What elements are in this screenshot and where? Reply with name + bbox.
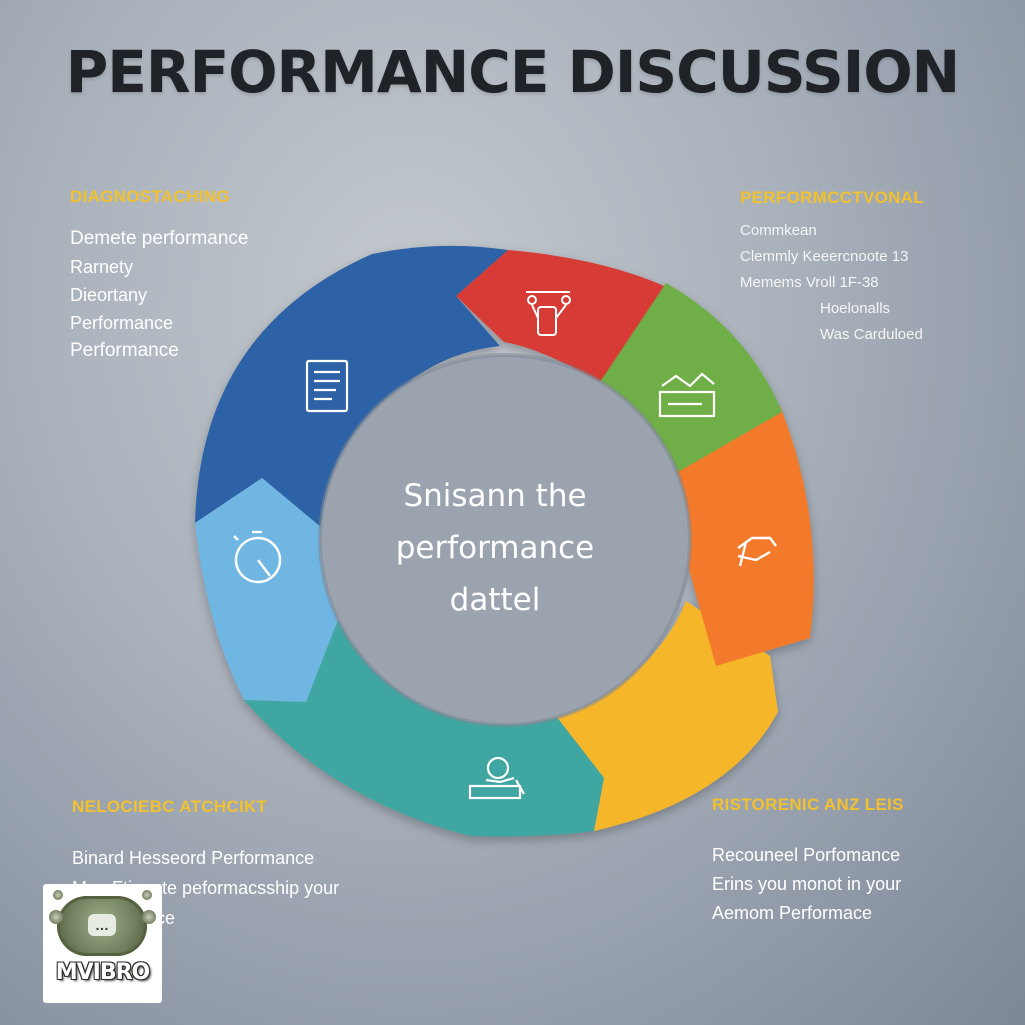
bottom-left-line: Binard Hesseord Performance	[72, 848, 315, 868]
bottom-right-line: Recouneel Porfomance	[712, 845, 901, 865]
top-left-line: Dieortany	[70, 285, 148, 305]
bottom-right-heading: RISTORENIC ANZ LEIS	[712, 795, 904, 814]
logo-wordmark: MVIBRO	[55, 960, 151, 985]
bottom-right-line: Aemom Performace	[712, 903, 873, 923]
chart-growth-icon	[658, 372, 716, 418]
top-right-line: Memems Vroll 1F-38	[740, 274, 879, 291]
top-right-line: Hoelonalls	[820, 300, 891, 317]
bottom-right-line: Erins you monot in your	[712, 874, 902, 894]
top-left-line: Rarnety	[70, 257, 134, 277]
team-figures-icon	[526, 291, 571, 336]
ring-segment-dark-blue	[195, 245, 508, 529]
ring-segment-green	[596, 283, 782, 472]
ring-center-text: Snisann the performance dattel	[370, 470, 620, 626]
top-left-heading: DIAGNOSTACHING	[70, 187, 230, 206]
top-left-line: Demete performance	[70, 228, 249, 249]
ring-segment-light-blue	[195, 478, 338, 702]
chat-bubble-icon: …	[88, 914, 116, 936]
top-right-line: Clemmly Keeercnoote 13	[740, 248, 909, 265]
center-text-line: dattel	[449, 582, 541, 618]
bottom-right-text-block: RISTORENIC ANZ LEIS Recouneel Porfomance…	[712, 795, 904, 928]
person-desk-icon	[468, 756, 525, 800]
logo-ornament-icon	[49, 910, 63, 924]
top-left-line: Performance	[70, 340, 179, 361]
ring-center-shade	[318, 353, 692, 727]
logo-ornament-icon	[142, 910, 156, 924]
top-right-line: Commkean	[740, 222, 817, 239]
bottom-left-heading: NELOCIEBC ATCHCIKT	[72, 797, 268, 816]
brand-logo: … MVIBRO	[43, 884, 162, 1003]
page-title: PERFORMANCE DISCUSSION	[65, 38, 960, 106]
ring-segment-red	[456, 250, 664, 382]
top-right-line: Was Carduloed	[820, 326, 923, 343]
stopwatch-icon	[233, 530, 282, 584]
handshake-icon	[737, 536, 777, 567]
center-text-line: Snisann the	[403, 478, 587, 514]
logo-badge: …	[57, 896, 147, 956]
ring-center-hole	[320, 355, 690, 725]
top-left-line: Performance	[70, 313, 174, 333]
top-left-text-block: DIAGNOSTACHING Demete performance Rarnet…	[70, 187, 248, 365]
center-text-line: performance	[395, 530, 595, 566]
logo-ornament-icon	[142, 890, 152, 900]
top-right-heading: PERFORMCCTVONAL	[740, 188, 924, 207]
logo-ornament-icon	[53, 890, 63, 900]
ring-segment-orange	[676, 406, 814, 666]
ring-segment-teal	[244, 620, 604, 837]
top-right-text-block: PERFORMCCTVONAL Commkean Clemmly Keeercn…	[740, 188, 924, 348]
document-icon	[305, 359, 349, 413]
